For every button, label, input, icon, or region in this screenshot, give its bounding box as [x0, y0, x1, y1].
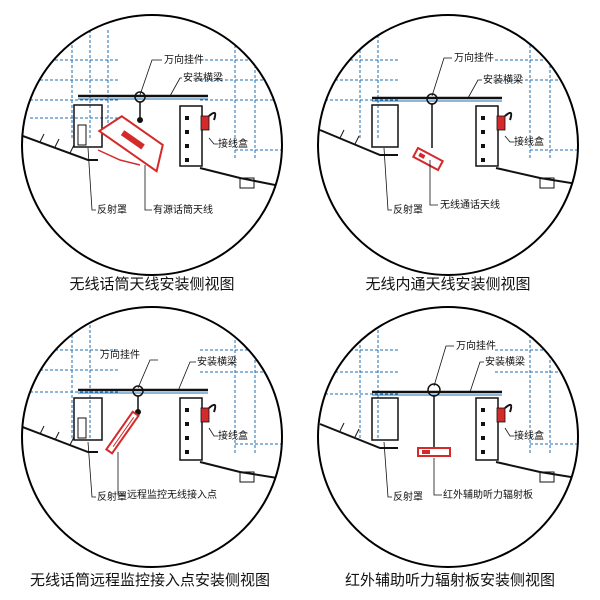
panel-2: 万向挂件 安装横梁 接线盒 反射罩 无线通话天线: [317, 14, 579, 276]
label-swivel-4: 万向挂件: [456, 339, 496, 352]
left-floor-hatch: [39, 133, 75, 154]
panel-1-frame: [21, 14, 283, 276]
junction-cable: [504, 403, 513, 413]
label-swivel-1: 万向挂件: [164, 53, 204, 66]
label-junction-1: 接线盒: [218, 137, 248, 150]
label-device-4: 红外辅助听力辐射板: [443, 488, 533, 501]
label-device-2: 无线通话天线: [440, 198, 500, 211]
panel-3-leaders: [87, 359, 218, 498]
left-floor: [22, 425, 98, 453]
label-device-1: 有源话筒天线: [153, 203, 213, 216]
label-reflector-4: 反射罩: [393, 491, 423, 503]
left-floor: [319, 423, 398, 449]
right-balcony: [475, 105, 499, 167]
caption-panel-2: 无线内通天线安装侧视图: [365, 275, 530, 293]
junction-cable: [208, 111, 217, 121]
panel-1: 万向挂件 安装横梁 接线盒 反射罩 有源话筒天线: [21, 14, 283, 276]
label-junction-3: 接线盒: [218, 429, 248, 442]
panel-4-leaders: [383, 345, 514, 498]
junction-box: [496, 407, 506, 423]
right-floor-step: [239, 471, 255, 483]
junction-cable: [504, 111, 513, 121]
label-reflector-3: 反射罩: [97, 491, 127, 503]
panel-3-structure: [22, 320, 282, 483]
label-beam-1: 安装横梁: [183, 71, 223, 84]
caption-panel-4: 红外辅助听力辐射板安装侧视图: [345, 571, 555, 589]
reflector-shape: [97, 149, 141, 166]
right-balcony-dots: [481, 408, 485, 454]
panel-1-structure: [22, 30, 282, 189]
right-floor-step: [239, 177, 255, 189]
right-floor-step: [539, 471, 555, 483]
left-floor: [22, 134, 98, 161]
label-swivel-2: 万向挂件: [454, 51, 494, 64]
left-balcony: [371, 104, 399, 148]
left-floor-hatch: [339, 129, 360, 145]
junction-box: [200, 407, 210, 423]
left-floor-hatch: [339, 422, 360, 438]
left-floor: [319, 129, 398, 156]
left-wall-grid: [30, 320, 120, 440]
caption-panel-3: 无线话筒远程监控接入点安装侧视图: [30, 571, 270, 589]
left-wall-grid: [320, 30, 400, 140]
caption-panel-1: 无线话筒天线安装侧视图: [69, 275, 234, 293]
label-reflector-2: 反射罩: [393, 204, 423, 216]
left-floor-hatch: [39, 425, 75, 446]
panel-4-structure: [319, 320, 578, 483]
panel-2-frame: [317, 14, 579, 276]
swivel-joint: [137, 117, 143, 123]
panel-3-frame: [21, 306, 283, 568]
junction-box: [200, 115, 210, 131]
right-balcony-dots: [185, 116, 189, 162]
panel-4: 万向挂件 安装横梁 接线盒 反射罩 红外辅助听力辐射板: [317, 306, 579, 568]
right-balcony-dots: [481, 116, 485, 162]
ir-radiator-panel: [417, 447, 451, 457]
intercom-antenna: [411, 146, 445, 172]
label-beam-3: 安装横梁: [197, 355, 237, 368]
left-balcony: [73, 397, 103, 441]
label-beam-4: 安装横梁: [485, 355, 525, 368]
panel-3: 万向挂件 安装横梁 接线盒 反射罩 远程监控无线接入点: [21, 306, 283, 568]
left-balcony: [371, 397, 399, 441]
label-swivel-3: 万向挂件: [100, 348, 140, 361]
junction-box: [496, 115, 506, 131]
panel-1-leaders: [87, 59, 218, 211]
right-floor-step: [539, 177, 555, 189]
mic-antenna: [97, 115, 164, 173]
right-balcony: [475, 397, 499, 461]
junction-cable: [208, 403, 217, 413]
right-balcony-dots: [185, 408, 189, 454]
right-balcony: [179, 105, 203, 167]
label-junction-4: 接线盒: [514, 429, 544, 442]
right-balcony: [179, 397, 203, 461]
panel-4-frame: [317, 306, 579, 568]
left-balcony: [73, 104, 103, 148]
left-balcony-post: [77, 417, 87, 439]
label-junction-2: 接线盒: [514, 135, 544, 148]
label-reflector-1: 反射罩: [97, 204, 127, 216]
left-wall-grid: [30, 30, 120, 140]
panel-2-leaders: [383, 57, 514, 211]
left-balcony-post: [77, 124, 87, 146]
label-beam-2: 安装横梁: [483, 73, 523, 86]
label-device-3: 远程监控无线接入点: [127, 488, 217, 501]
access-point-device: [104, 410, 140, 455]
